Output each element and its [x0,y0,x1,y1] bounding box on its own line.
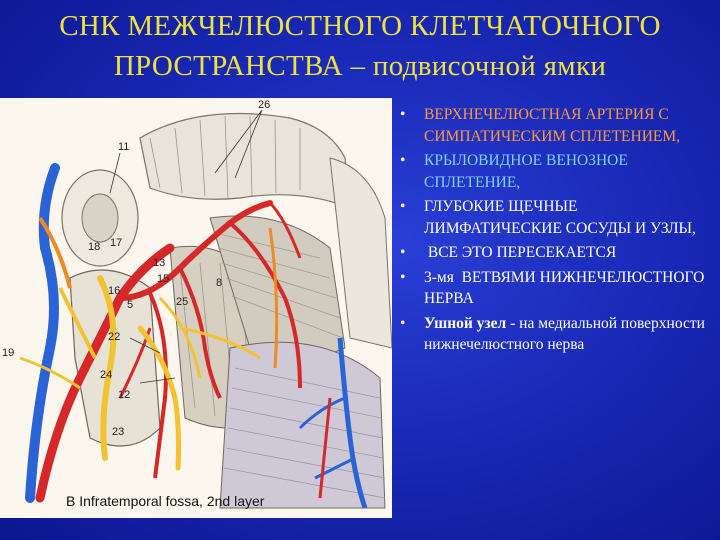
bullet-text: ВСЕ ЭТО ПЕРЕСЕКАЕТСЯ [424,244,617,261]
label-19: 19 [2,347,14,359]
anatomy-illustration: 26 11 18 17 13 15 16 5 25 8 22 24 12 23 … [0,98,392,518]
label-17: 17 [110,237,122,249]
label-25: 25 [176,296,188,308]
bullet-item: • КРЫЛОВИДНОЕ ВЕНОЗНОЕ СПЛЕТЕНИЕ, [398,150,714,193]
bullet-dot: • [400,314,406,332]
bullet-text: ВЕРХНЕЧЕЛЮСТНАЯ АРТЕРИЯ С СИМПАТИЧЕСКИМ … [424,106,681,145]
bullet-dot: • [400,244,406,261]
label-12: 12 [118,389,130,401]
label-5: 5 [127,299,133,311]
slide-title-line-1: СНК МЕЖЧЕЛЮСТНОГО КЛЕТЧАТОЧНОГО [59,10,661,42]
bullet-dot: • [400,106,406,123]
slide-title: СНК МЕЖЧЕЛЮСТНОГО КЛЕТЧАТОЧНОГО ПРОСТРАН… [0,6,720,86]
bullet-text-bold: Ушной узел - [424,314,516,332]
label-23: 23 [112,426,124,438]
label-18: 18 [88,241,100,253]
infratemporal-fossa-drawing: 26 11 18 17 13 15 16 5 25 8 22 24 12 23 … [0,98,392,518]
label-15: 15 [157,273,169,285]
slide-title-line-2: ПРОСТРАНСТВА – подвисочной ямки [113,50,607,82]
label-13: 13 [153,257,165,269]
figure-caption: B Infratemporal fossa, 2nd layer [66,493,265,509]
bullet-dot: • [400,268,406,286]
bullet-item: • ВЕРХНЕЧЕЛЮСТНАЯ АРТЕРИЯ С СИМПАТИЧЕСКИ… [398,104,714,147]
bullet-item: • Ушной узел - на медиальной поверхности… [398,313,714,356]
bullet-text: на медиальной поверхности нижнечелюстног… [424,314,713,354]
bullet-item: • ВСЕ ЭТО ПЕРЕСЕКАЕТСЯ [398,242,714,264]
label-11: 11 [118,141,129,153]
bullet-dot: • [400,198,406,215]
label-24: 24 [100,369,112,381]
bullet-text: КРЫЛОВИДНОЕ ВЕНОЗНОЕ СПЛЕТЕНИЕ, [424,152,628,191]
bullet-text: ГЛУБОКИЕ ЩЕЧНЫЕ ЛИМФАТИЧЕСКИЕ СОСУДЫ И У… [424,198,696,237]
label-16: 16 [108,285,120,297]
bullet-item: • ГЛУБОКИЕ ЩЕЧНЫЕ ЛИМФАТИЧЕСКИЕ СОСУДЫ И… [398,196,714,239]
bullet-item: • 3-мя ВЕТВЯМИ НИЖНЕЧЕЛЮСТНОГО НЕРВА [398,267,714,310]
label-26: 26 [258,99,270,111]
bullet-list: • ВЕРХНЕЧЕЛЮСТНАЯ АРТЕРИЯ С СИМПАТИЧЕСКИ… [398,104,714,359]
bullet-text: 3-мя ВЕТВЯМИ НИЖНЕЧЕЛЮСТНОГО НЕРВА [424,268,709,308]
bullet-dot: • [400,152,406,169]
label-22: 22 [108,331,120,343]
label-8: 8 [216,277,222,289]
